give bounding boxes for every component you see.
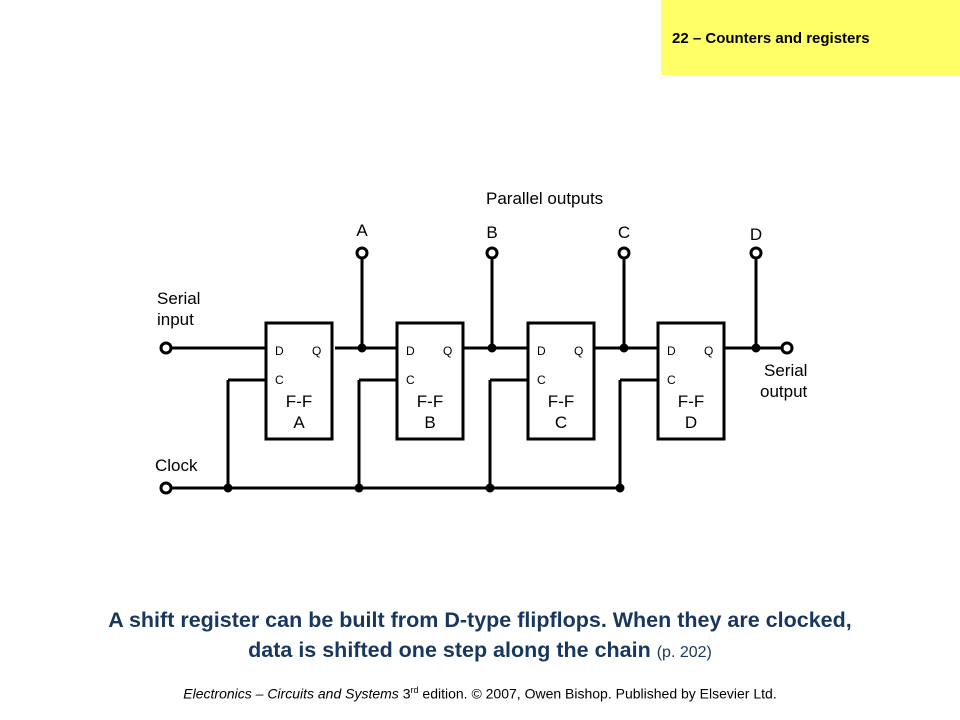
ff-d-q-pin: Q xyxy=(704,344,713,358)
ff-c-q-pin: Q xyxy=(574,344,583,358)
ff-b-type: F-F xyxy=(417,392,443,411)
clock-terminal xyxy=(159,481,173,495)
junction-dot xyxy=(751,343,761,353)
caption-line-1: A shift register can be built from D-typ… xyxy=(108,608,852,632)
footer-citation: Electronics – Circuits and Systems 3rd e… xyxy=(0,685,960,702)
ff-a-name: A xyxy=(293,413,305,432)
ff-c-type: F-F xyxy=(548,392,574,411)
ff-b-q-pin: Q xyxy=(443,344,452,358)
caption: A shift register can be built from D-typ… xyxy=(0,605,960,668)
ff-c-c-pin: C xyxy=(537,373,546,387)
output-terminal-a xyxy=(355,246,369,260)
edition-number: 3 xyxy=(398,685,411,702)
serial-output-label-line1: Serial xyxy=(764,361,807,380)
flipflop-d-box xyxy=(656,321,726,441)
junctions xyxy=(223,343,761,493)
serial-output-terminal xyxy=(780,341,794,355)
parallel-outputs-label: Parallel outputs xyxy=(486,189,603,208)
ff-a-type: F-F xyxy=(286,392,312,411)
chapter-tab: 22 – Counters and registers xyxy=(661,0,960,75)
ff-d-c-pin: C xyxy=(667,373,676,387)
flipflop-c-box xyxy=(526,321,596,441)
terminals xyxy=(159,246,794,495)
clock-label: Clock xyxy=(155,456,198,475)
book-title: Electronics – Circuits and Systems xyxy=(183,685,399,702)
ff-b-c-pin: C xyxy=(406,373,415,387)
junction-dot xyxy=(619,343,629,353)
serial-output-label-line2: output xyxy=(760,382,808,401)
serial-input-label-line1: Serial xyxy=(157,289,200,308)
wiring xyxy=(171,258,782,490)
ff-a-c-pin: C xyxy=(275,373,284,387)
chapter-title: 22 – Counters and registers xyxy=(672,30,870,47)
junction-dot xyxy=(487,343,497,353)
output-label-a: A xyxy=(356,221,368,240)
output-label-b: B xyxy=(486,223,497,242)
output-terminal-d xyxy=(749,246,763,260)
caption-line-2-text: data is shifted one step along the chain xyxy=(248,638,651,662)
output-terminal-b xyxy=(485,246,499,260)
ff-d-name: D xyxy=(685,413,697,432)
output-label-c: C xyxy=(618,223,630,242)
ff-c-name: C xyxy=(555,413,567,432)
ff-b-d-pin: D xyxy=(406,344,415,358)
output-label-d: D xyxy=(750,225,762,244)
flipflop-b-box xyxy=(395,321,465,441)
publisher-text: edition. © 2007, Owen Bishop. Published … xyxy=(418,685,777,702)
ff-a-d-pin: D xyxy=(275,344,284,358)
junction-dot xyxy=(485,483,495,493)
shift-register-diagram: D Q C D Q C D Q C D Q C F-F A F-F B F-F … xyxy=(155,189,808,495)
serial-input-terminal xyxy=(159,341,173,355)
junction-dot xyxy=(357,343,367,353)
junction-dot xyxy=(615,483,625,493)
ff-a-q-pin: Q xyxy=(312,344,321,358)
junction-dot xyxy=(223,483,233,493)
edition-suffix: rd xyxy=(410,685,419,695)
output-terminal-c xyxy=(617,246,631,260)
ff-c-d-pin: D xyxy=(537,344,546,358)
flipflop-a-box xyxy=(264,321,334,441)
serial-input-label-line2: input xyxy=(157,310,194,329)
junction-dot xyxy=(354,483,364,493)
ff-b-name: B xyxy=(424,413,435,432)
caption-line-2: data is shifted one step along the chain… xyxy=(0,635,960,668)
flipflop-boxes xyxy=(264,321,726,441)
ff-d-d-pin: D xyxy=(667,344,676,358)
page-reference: (p. 202) xyxy=(656,644,712,661)
ff-d-type: F-F xyxy=(678,392,704,411)
